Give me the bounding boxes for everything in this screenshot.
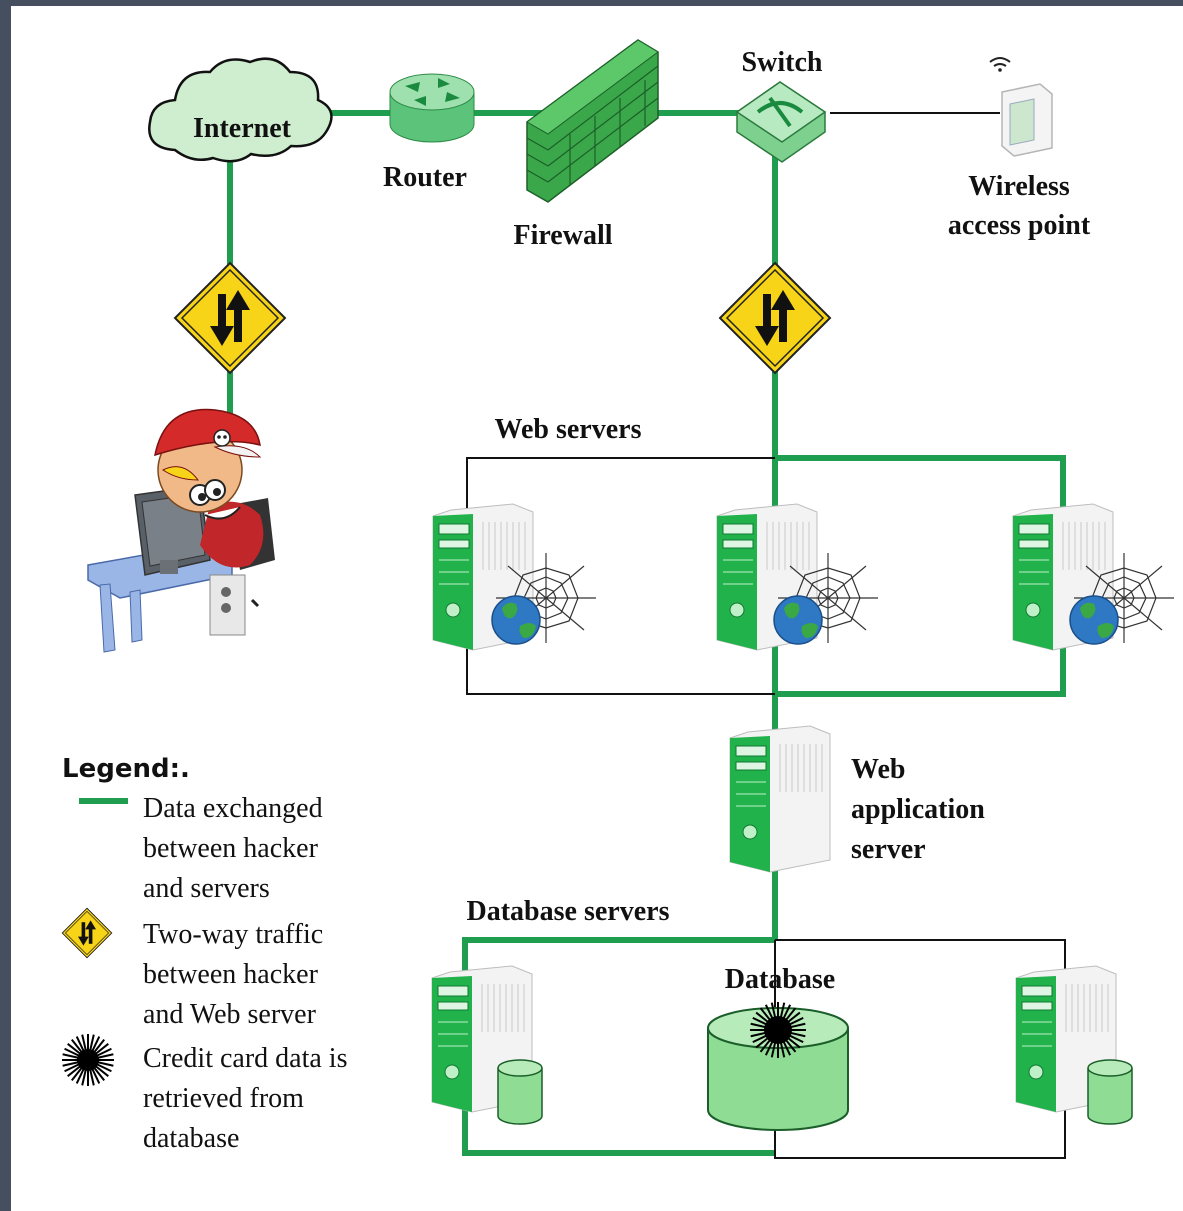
firewall-label: Firewall: [513, 220, 612, 251]
web-application-server-icon: [729, 725, 831, 873]
web-app-label-line2: application: [851, 794, 985, 825]
database-cylinder-icon: [707, 1007, 849, 1131]
legend-item-two-way-traffic: Two-way traffic between hacker and Web s…: [61, 907, 323, 1030]
legend-text: and servers: [143, 873, 270, 904]
legend-text: Two-way traffic: [143, 919, 323, 950]
database-server-left-icon: [431, 965, 543, 1125]
legend-item-data-line: Data exchanged between hacker and server…: [79, 793, 323, 904]
database-servers-label: Database servers: [467, 896, 670, 927]
web-app-label-line1: Web: [851, 754, 905, 785]
internet-label: Internet: [193, 113, 292, 144]
two-way-traffic-sign-icon: [174, 262, 286, 374]
starburst-icon: [62, 1034, 114, 1086]
legend-text: retrieved from: [143, 1083, 304, 1114]
internet-cloud-icon: [148, 57, 333, 163]
top-border: [0, 0, 1183, 6]
database-server-right-icon: [1015, 965, 1133, 1125]
legend-item-starburst: Credit card data is retrieved from datab…: [62, 1034, 347, 1154]
legend-text: between hacker: [143, 959, 319, 990]
web-server-1-icon: [432, 503, 597, 651]
legend-text: Credit card data is: [143, 1043, 347, 1074]
green-data-lines: [227, 110, 1066, 1156]
web-app-label-line3: server: [851, 834, 926, 865]
switch-icon: [735, 81, 827, 163]
wireless-label-line2: access point: [948, 210, 1091, 241]
router-icon: [389, 73, 475, 143]
web-servers-label: Web servers: [495, 414, 642, 445]
two-way-traffic-sign-icon: [719, 262, 831, 374]
switch-label: Switch: [742, 47, 823, 78]
firewall-icon: [526, 39, 659, 203]
web-server-2-icon: [716, 503, 879, 651]
hacker-illustration: [87, 408, 275, 653]
left-border: [0, 0, 11, 1211]
two-way-traffic-sign-icon: [61, 907, 113, 959]
wireless-access-point-icon: [989, 57, 1053, 157]
legend-text: Data exchanged: [143, 793, 323, 824]
database-label: Database: [725, 964, 835, 995]
legend-title: Legend:.: [62, 754, 190, 784]
starburst-icon: [750, 1002, 806, 1058]
legend-text: database: [143, 1123, 239, 1154]
wireless-label-line1: Wireless: [968, 171, 1070, 202]
legend-text: between hacker: [143, 833, 319, 864]
router-label: Router: [383, 162, 467, 193]
legend-text: and Web server: [143, 999, 317, 1030]
web-server-3-icon: [1012, 503, 1175, 651]
